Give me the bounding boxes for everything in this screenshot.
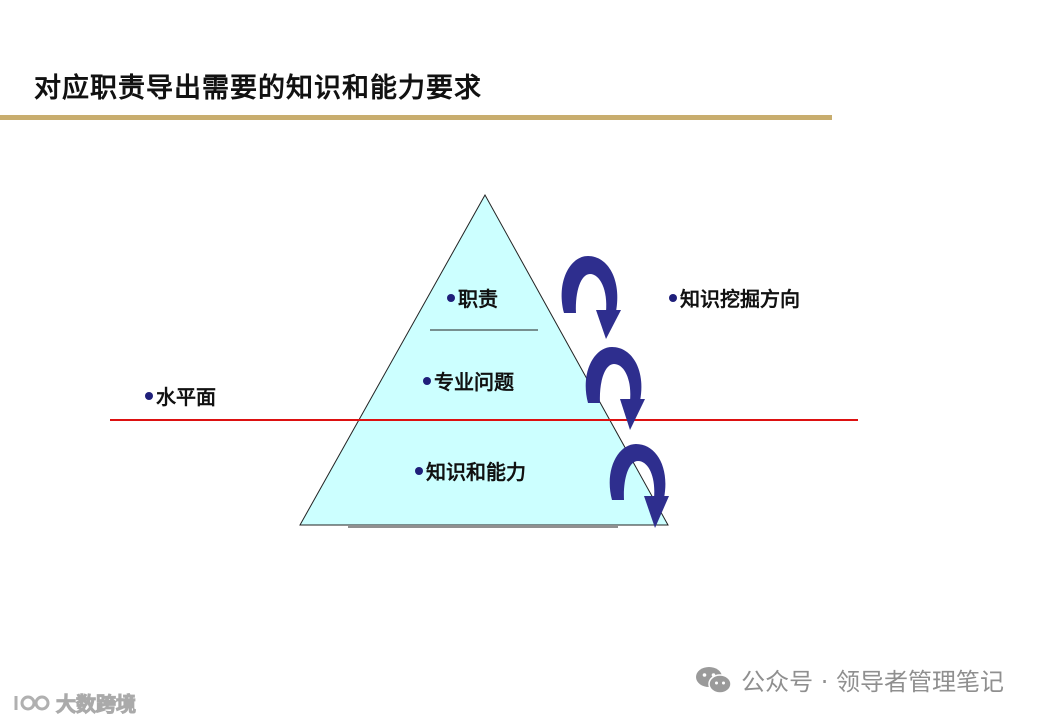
wechat-icon [696,666,732,694]
bullet-icon [423,376,431,385]
waterline-label-text: 水平面 [156,385,216,409]
pyramid-level-professional-issues: 专业问题 [423,366,514,395]
bullet-icon [669,293,677,302]
pyramid-level-label: 专业问题 [434,370,514,394]
logo-mark-icon [14,695,50,710]
pyramid-level-label: 知识和能力 [426,460,526,484]
direction-label-text: 知识挖掘方向 [680,287,800,311]
corner-watermark: 大数跨境 [10,688,137,717]
pyramid [299,193,669,526]
direction-label: 知识挖掘方向 [669,283,800,312]
pyramid-level-responsibility: 职责 [447,283,498,312]
pyramid-level-label: 职责 [458,287,498,311]
curved-down-arrow-3 [609,444,669,528]
bullet-icon [415,466,423,475]
curved-down-arrow-2 [585,347,645,430]
slide-title: 对应职责导出需要的知识和能力要求 [34,73,482,104]
corner-watermark-text: 大数跨境 [56,692,137,717]
bullet-icon [447,293,455,302]
waterline-label: 水平面 [145,381,216,410]
curved-down-arrow-1 [561,256,621,339]
pyramid-level-knowledge-ability: 知识和能力 [415,456,526,485]
title-underline [0,115,832,120]
footer-watermark: 公众号 · 领导者管理笔记 [695,662,1004,697]
footer-watermark-text: 公众号 · 领导者管理笔记 [741,668,1004,696]
bullet-icon [145,391,153,400]
